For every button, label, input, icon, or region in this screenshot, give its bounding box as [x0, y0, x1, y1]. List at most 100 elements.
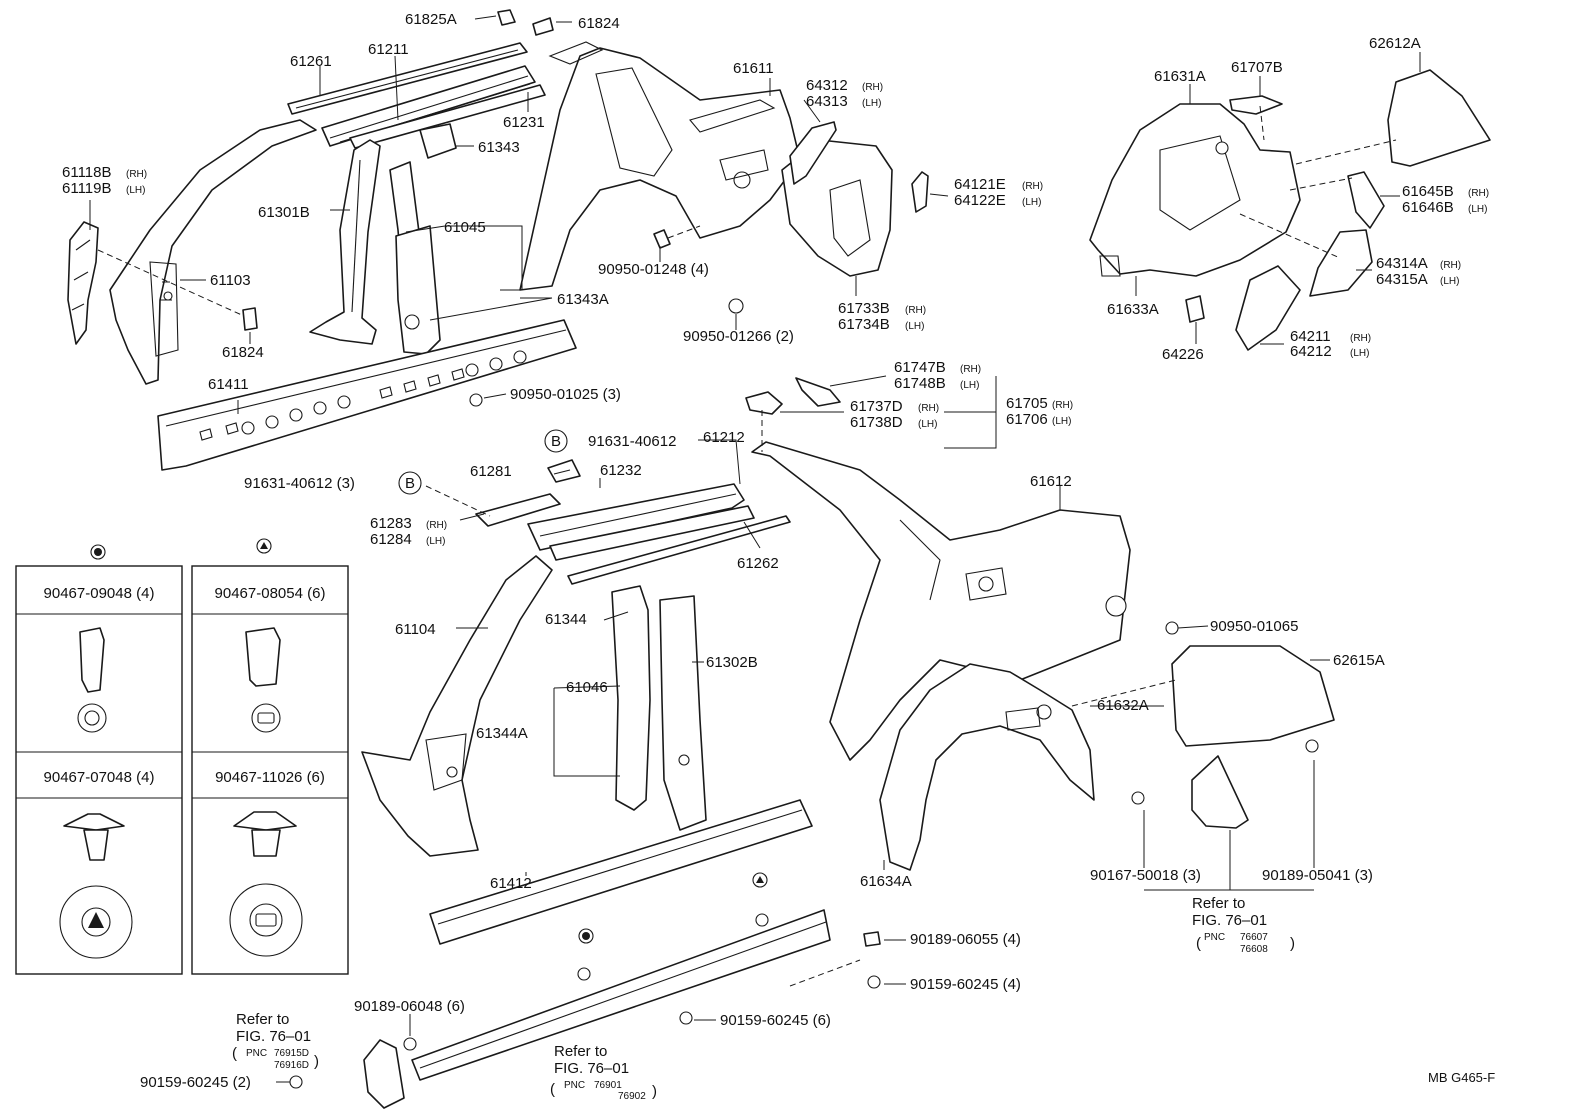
rocker-sill-61412: [429, 799, 813, 945]
label-64122E: 64122E (LH): [954, 192, 1041, 209]
roof-side-inner-61232: [527, 483, 745, 551]
label-61301B: 61301B: [258, 204, 310, 221]
label-64314A: 64314A (RH): [1376, 255, 1461, 272]
label-61212: 61212: [703, 429, 745, 446]
bolt-90167-50018: [1131, 791, 1145, 805]
label-61211: 61211: [368, 41, 409, 58]
circle-b-marker-1: B: [544, 429, 568, 453]
refer-note-76915D: Refer to FIG. 76–01 ( PNC 76915D 76916D …: [232, 1011, 319, 1071]
mudflap-front: [363, 1039, 405, 1109]
label-90950-01065: 90950-01065: [1210, 618, 1298, 635]
bracket-61645B: [1347, 171, 1385, 229]
svg-text:Refer to: Refer to: [1192, 895, 1245, 912]
center-pillar-inner-61344: [611, 585, 707, 831]
front-pillar-61103: [109, 119, 317, 385]
label-61734B: 61734B (LH): [838, 316, 924, 333]
patch-61824-top: [532, 17, 554, 36]
mud-guard: [1191, 755, 1249, 829]
label-90167-50018: 90167-50018 (3): [1090, 867, 1201, 884]
label-90189-06048: 90189-06048 (6): [354, 998, 465, 1015]
clip-table-triangle: 90467-08054 (6) 90467-11026 (6): [191, 565, 349, 975]
clip-90950-01248: [653, 229, 671, 249]
clip-table-circle: 90467-09048 (4) 90467-07048 (4): [15, 565, 183, 975]
label-61045: 61045: [444, 219, 486, 236]
quarter-panel-61612: [751, 441, 1131, 761]
svg-text:PNC: PNC: [564, 1080, 585, 1091]
svg-text:Refer to: Refer to: [554, 1043, 607, 1060]
svg-text:61734B: 61734B: [838, 316, 890, 333]
label-90159-60245-b: 90159-60245 (6): [720, 1012, 831, 1029]
wheelhouse-extension-61733B: [781, 139, 893, 277]
label-61231: 61231: [503, 114, 545, 131]
label-61343A: 61343A: [557, 291, 609, 308]
catalog-code: MB G465-F: [1428, 1070, 1495, 1085]
drip-61262: [567, 515, 791, 585]
roof-rail-61261: [287, 42, 528, 115]
label-61302B: 61302B: [706, 654, 758, 671]
svg-text:B: B: [405, 475, 415, 492]
label-62615A: 62615A: [1333, 652, 1385, 669]
svg-text:61646B: 61646B: [1402, 199, 1454, 216]
svg-text:61738D: 61738D: [850, 414, 903, 431]
circle-marker-symbol-lower: [578, 928, 594, 944]
svg-text:(LH): (LH): [426, 536, 445, 547]
label-90189-06055: 90189-06055 (4): [910, 931, 1021, 948]
svg-text:(LH): (LH): [918, 419, 937, 430]
label-61344A: 61344A: [476, 725, 528, 742]
label-61284: 61284 (LH): [370, 531, 445, 548]
svg-text:76608: 76608: [1240, 944, 1268, 955]
svg-text:): ): [652, 1083, 657, 1100]
clip-90950-01266: [728, 298, 744, 314]
bolt-90159-60245-a: [867, 975, 881, 989]
svg-text:(: (: [550, 1081, 555, 1098]
pillar-reinforcement-61045: [389, 161, 441, 355]
svg-text:76607: 76607: [1240, 932, 1268, 943]
part-labels: 61825A 61824 61261 61211 61231 61343 611…: [62, 11, 1489, 1091]
svg-text:(LH): (LH): [126, 185, 145, 196]
wheelhouse-inner-61632A: [879, 663, 1095, 871]
cover-62615A: [1171, 645, 1335, 747]
svg-text:(LH): (LH): [1350, 348, 1369, 359]
rocker-sill-61411: [157, 319, 577, 471]
svg-text:FIG. 76–01: FIG. 76–01: [554, 1060, 629, 1077]
svg-text:64122E: 64122E: [954, 192, 1006, 209]
label-61612: 61612: [1030, 473, 1072, 490]
svg-text:64314A: 64314A: [1376, 255, 1428, 272]
label-91631-40612: 91631-40612: [588, 433, 676, 450]
clip-code-top-circle: 90467-09048 (4): [44, 585, 155, 602]
reinforcement-61283: [475, 493, 561, 527]
svg-text:61705: 61705: [1006, 395, 1048, 412]
label-61634A: 61634A: [860, 873, 912, 890]
svg-text:(RH): (RH): [918, 403, 939, 414]
svg-text:(LH): (LH): [1022, 197, 1041, 208]
clip-code-top-triangle: 90467-08054 (6): [215, 585, 326, 602]
svg-text:FIG. 76–01: FIG. 76–01: [236, 1028, 311, 1045]
svg-text:): ): [314, 1053, 319, 1070]
svg-text:(RH): (RH): [1468, 188, 1489, 199]
label-61104: 61104: [395, 621, 436, 638]
label-61631A: 61631A: [1154, 68, 1206, 85]
svg-text:61283: 61283: [370, 515, 412, 532]
circle-marker-symbol: [90, 544, 106, 560]
label-61281: 61281: [470, 463, 512, 480]
cover-62612A: [1387, 69, 1491, 167]
label-64312: 64312 (RH): [806, 77, 883, 94]
svg-text:(RH): (RH): [1052, 400, 1073, 411]
svg-text:(LH): (LH): [862, 98, 881, 109]
svg-text:64211: 64211: [1290, 328, 1331, 345]
brace-64211: [1235, 265, 1301, 351]
label-61261: 61261: [290, 53, 332, 70]
svg-text:76902: 76902: [618, 1091, 646, 1102]
svg-text:76916D: 76916D: [274, 1060, 309, 1071]
label-61262: 61262: [737, 555, 779, 572]
phantom-lines: [97, 105, 1397, 987]
label-61046: 61046: [566, 679, 608, 696]
svg-text:(RH): (RH): [126, 169, 147, 180]
clip-code-bottom-triangle: 90467-11026 (6): [215, 769, 325, 786]
label-61706: 61706 (LH): [1006, 411, 1071, 428]
bolt-90159-60245-b: [679, 1011, 693, 1025]
svg-text:(LH): (LH): [905, 321, 924, 332]
label-61738D: 61738D (LH): [850, 414, 937, 431]
svg-text:(RH): (RH): [905, 305, 926, 316]
